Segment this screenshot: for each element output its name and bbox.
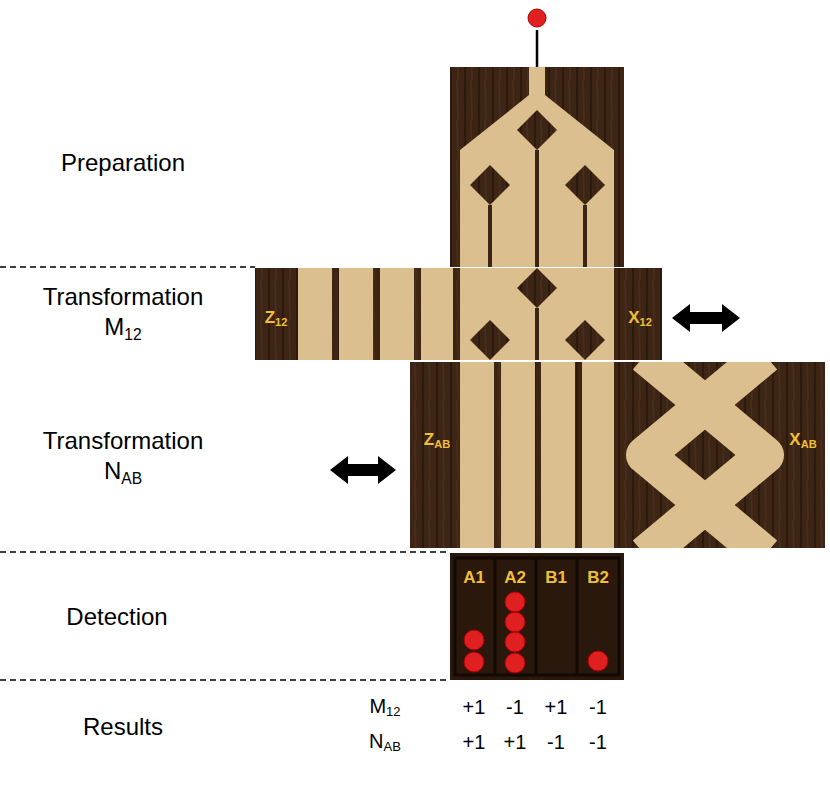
slot-label: XAB	[789, 430, 816, 450]
label-text: M	[369, 695, 386, 717]
slot-label: B2	[587, 568, 609, 588]
label-subscript: AB	[434, 438, 450, 450]
section-label: Detection	[66, 602, 167, 632]
label-text: X	[628, 308, 639, 327]
label-text: Z	[265, 308, 275, 327]
m12-plate	[255, 268, 662, 360]
label-subscript: AB	[121, 470, 142, 487]
label-subscript: 12	[640, 316, 652, 328]
slot-label: A1	[463, 568, 485, 588]
result-value: -1	[589, 731, 607, 754]
slot-label: X12	[628, 308, 652, 328]
result-value: -1	[547, 731, 565, 754]
result-value: NAB	[369, 730, 401, 755]
result-value: +1	[463, 696, 486, 719]
result-value: +1	[504, 731, 527, 754]
result-value: -1	[506, 696, 524, 719]
slide-arrow	[330, 456, 396, 484]
label-subscript: AB	[801, 438, 817, 450]
nab-plate	[410, 355, 825, 555]
label-subscript: 12	[124, 326, 141, 343]
section-label: Results	[83, 712, 163, 742]
label-subscript: 12	[386, 704, 400, 719]
label-subscript: 12	[275, 316, 287, 328]
slot-label: B1	[545, 568, 567, 588]
label-text: Transformation M	[43, 283, 204, 340]
result-value: +1	[545, 696, 568, 719]
slot-label: A2	[504, 568, 526, 588]
label-text: X	[789, 430, 800, 449]
label-text: N	[369, 730, 383, 752]
preparation-block	[450, 67, 624, 267]
slide-arrow	[672, 304, 740, 332]
label-subscript: AB	[384, 739, 401, 754]
slot-label: ZAB	[424, 430, 450, 450]
result-value: -1	[589, 696, 607, 719]
slot-label: Z12	[265, 308, 288, 328]
section-label: Preparation	[61, 148, 185, 178]
ball	[464, 592, 608, 673]
result-value: M12	[369, 695, 400, 720]
ball	[528, 9, 546, 27]
label-text: Z	[424, 430, 434, 449]
section-label: Transformation M12	[33, 282, 213, 344]
section-divider	[0, 267, 450, 680]
result-value: +1	[463, 731, 486, 754]
section-label: Transformation NAB	[33, 426, 213, 488]
detection-box	[450, 553, 624, 680]
